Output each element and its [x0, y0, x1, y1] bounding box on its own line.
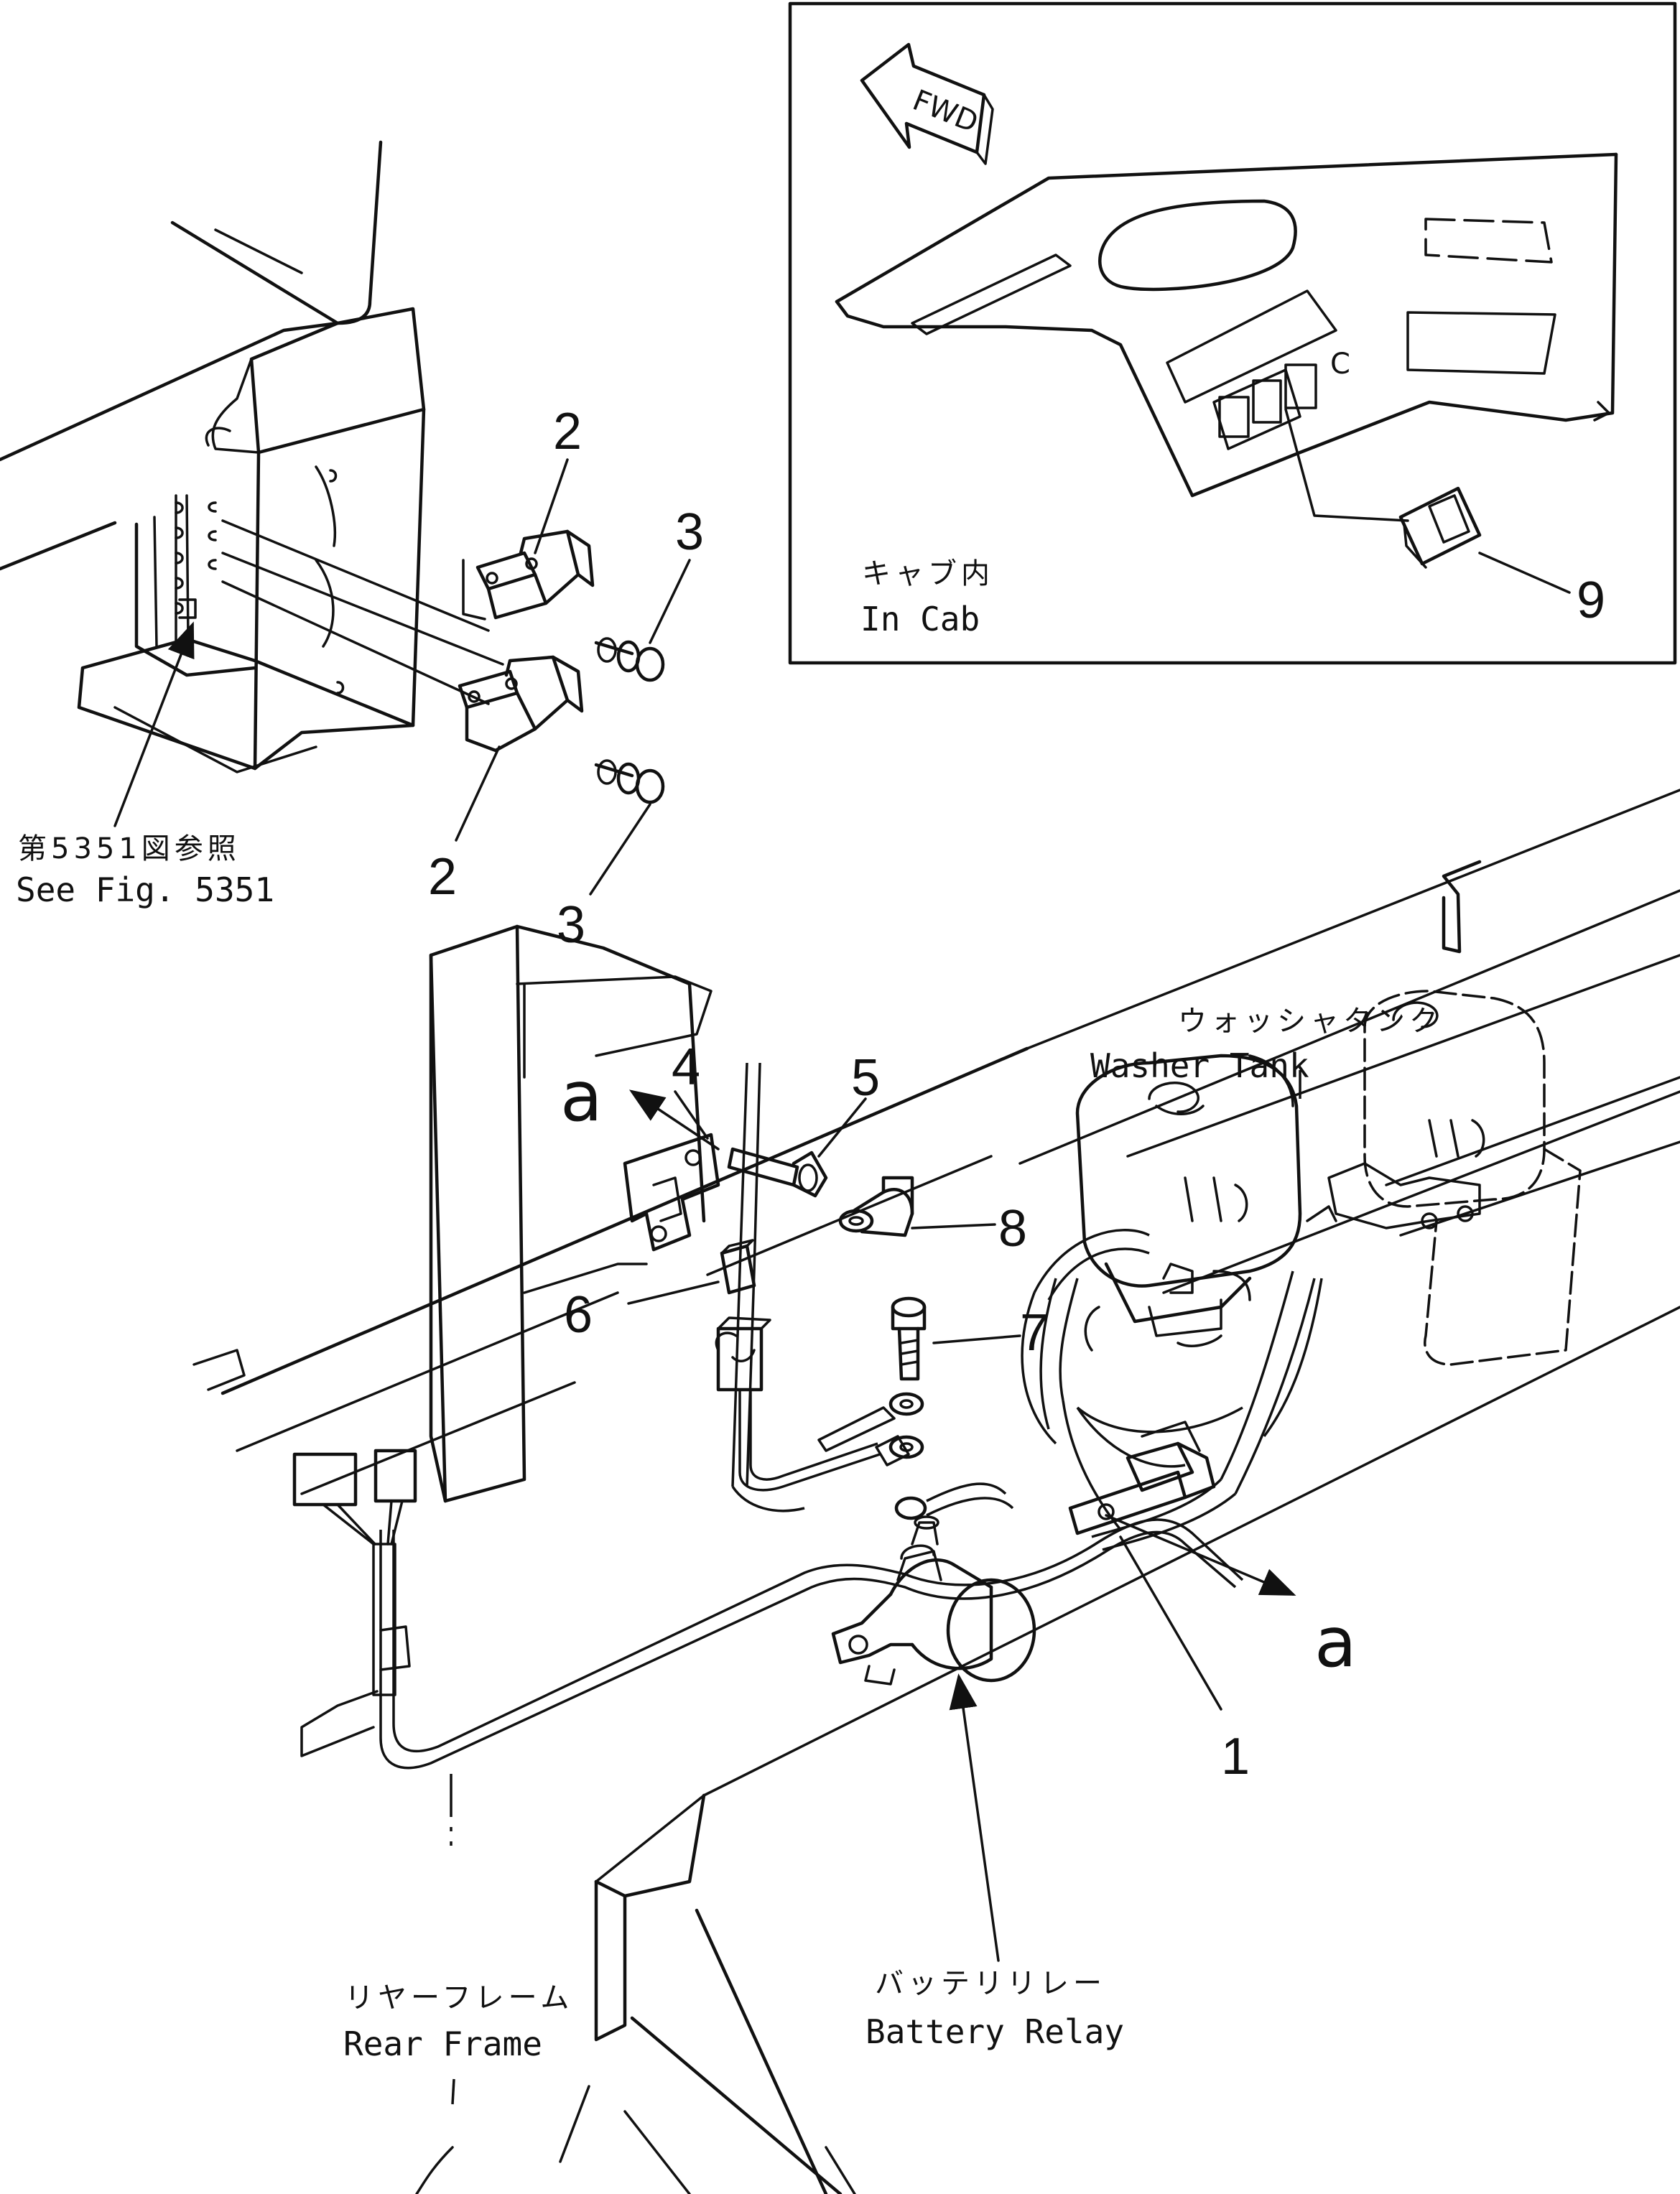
callout-6-leader: [627, 1280, 720, 1305]
bolt-5: [727, 1147, 828, 1198]
rear-frame-label-jp: リヤーフレーム: [345, 1981, 573, 2014]
callout-2a-leader: [534, 458, 569, 554]
callout-1-leader: [1119, 1535, 1222, 1711]
ring-terminals: [817, 1392, 1014, 1520]
callout-7: 7: [1020, 1304, 1049, 1362]
callout-5: 5: [851, 1049, 880, 1107]
relay-block: [1068, 1421, 1216, 1535]
battery-box: [429, 924, 756, 1503]
washer-tank-label-jp: ウォッシャタンク: [1178, 1005, 1442, 1038]
cap-6: [720, 1239, 756, 1295]
screw-upper: [594, 637, 665, 682]
callout-3b: 3: [557, 896, 585, 954]
callout-2a: 2: [553, 403, 582, 460]
washer-tank-label-en: Washer Tank: [1090, 1046, 1309, 1085]
boot-8: [838, 1176, 914, 1237]
see-fig-label-en: See Fig. 5351: [16, 870, 274, 909]
fwd-arrow-icon: FWD: [860, 42, 994, 165]
callout-5-leader: [817, 1097, 867, 1158]
ref-a-top: a: [560, 1056, 603, 1137]
wiring-harness: [379, 1062, 1323, 1770]
callout-3b-leader: [589, 803, 651, 896]
see-fig-arrow: [113, 621, 195, 827]
relay-lower: [458, 655, 584, 753]
harness-connectors-left: [292, 1449, 417, 1757]
washer-tank: [1075, 1054, 1302, 1352]
adjacent-tank: [1306, 990, 1582, 1366]
battery-relay-label-jp: バッテリリレー: [875, 1967, 1106, 2000]
rocker-switch: [1398, 486, 1482, 569]
battery-relay-label-en: Battery Relay: [865, 2012, 1124, 2051]
callout-3a: 3: [675, 503, 704, 561]
bolt-7: [891, 1296, 927, 1381]
relay-upper: [462, 529, 595, 620]
callout-6: 6: [564, 1286, 593, 1344]
callout-9-leader: [1478, 552, 1571, 594]
cab-frame-assembly: [0, 140, 504, 773]
battery-relay-arrow: [949, 1673, 1000, 1962]
plug-connector: [716, 1316, 910, 1492]
rocker-switch-slot: [1218, 396, 1250, 438]
ref-a-bottom: a: [1314, 1602, 1357, 1683]
callout-4-leader: [674, 1090, 709, 1140]
screw-lower: [594, 759, 665, 804]
fwd-label: FWD: [908, 84, 983, 140]
callout-9: 9: [1577, 572, 1605, 629]
rear-frame-label-en: Rear Frame: [343, 2025, 542, 2063]
switch-tag: C: [1330, 348, 1350, 381]
dashboard-console: C: [835, 152, 1618, 498]
callout-8-leader: [911, 1223, 996, 1230]
battery-relay-body: [831, 1515, 1036, 1686]
ref-a-bottom-arrow: [1105, 1514, 1296, 1596]
callout-7-leader: [932, 1334, 1021, 1344]
inset-frame: [788, 1, 1677, 665]
callout-3a-leader: [649, 559, 691, 644]
in-cab-label-jp: キャブ内: [862, 557, 994, 590]
callout-4: 4: [672, 1038, 700, 1096]
switch-leader: [1284, 408, 1409, 522]
ref-a-top-arrow: [628, 1089, 720, 1151]
see-fig-label-jp: 第5351図参照: [18, 832, 241, 865]
in-cab-inset: FWD C 9 キャブ内 In Cab: [788, 1, 1677, 665]
callout-2b: 2: [428, 848, 457, 906]
bracket-4: [623, 1133, 720, 1252]
callout-8: 8: [998, 1200, 1027, 1258]
in-cab-label-en: In Cab: [860, 600, 980, 638]
callout-2b-leader: [455, 745, 501, 842]
rear-frame: [192, 789, 1680, 2194]
callout-1: 1: [1221, 1728, 1250, 1785]
